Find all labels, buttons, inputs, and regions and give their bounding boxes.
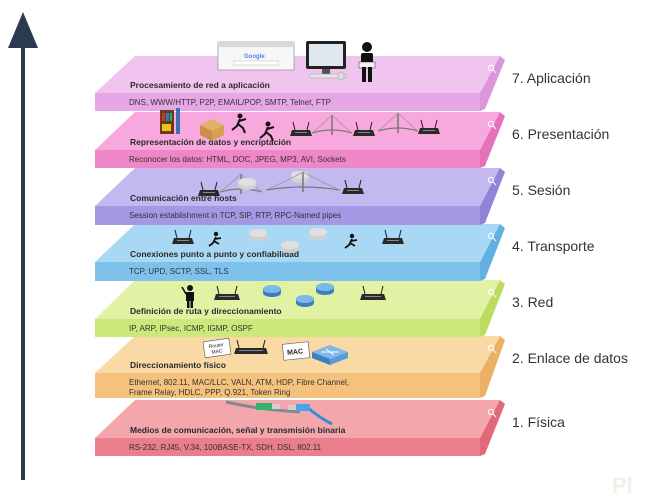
layer-side-face (480, 400, 505, 456)
magnifier-icon (487, 64, 497, 74)
network-router-icon (281, 241, 299, 253)
layer-front-face (95, 93, 480, 111)
network-router-icon (291, 171, 309, 183)
network-router-icon (309, 228, 327, 240)
mac-card-label: MAC (287, 348, 304, 357)
network-router-icon (249, 229, 267, 241)
layer-name: 1. Física (512, 414, 565, 430)
layer-front-face (95, 373, 480, 398)
browser-window-icon: Google (217, 41, 295, 71)
search-logo: Google (244, 54, 265, 60)
router-icon (418, 119, 440, 134)
router-mac-line1: Router (208, 342, 224, 350)
layer-side-face (480, 168, 505, 225)
layer-protocols: Frame Relay, HDLC, PPP, Q.921, Token Rin… (129, 388, 290, 397)
router-icon (290, 121, 312, 136)
layer-front-face (95, 150, 480, 168)
router-icon (172, 229, 194, 244)
up-arrow-icon (8, 12, 38, 480)
layer-title: Procesamiento de red a aplicación (130, 80, 270, 90)
bookshelf-icon (160, 108, 180, 134)
osi-layer: Medios de comunicación, señal y transmis… (95, 400, 565, 456)
router-icon (342, 179, 364, 194)
switch-icon (312, 345, 348, 365)
layer-front-face (95, 262, 480, 281)
ethernet-cable-icon (225, 400, 333, 426)
router-icon (234, 339, 268, 354)
magnifier-icon (487, 176, 497, 186)
bridge-icon (265, 171, 341, 192)
person-icon (358, 42, 376, 82)
network-router-icon (316, 283, 334, 295)
running-person-icon (344, 233, 358, 249)
osi-layer: Conexiones punto a punto y confiabilidad… (95, 224, 595, 281)
layer-protocols: IP, ARP, IPsec, ICMP, IGMP, OSPF (129, 324, 253, 333)
magnifier-icon (487, 408, 497, 418)
router-icon (382, 229, 404, 244)
network-router-icon (263, 285, 281, 297)
network-router-icon (238, 178, 256, 190)
package-icon (200, 119, 224, 141)
layer-side-face (480, 56, 505, 111)
magnifier-icon (487, 120, 497, 130)
magnifier-icon (487, 288, 497, 298)
layer-title: Medios de comunicación, señal y transmis… (130, 425, 346, 435)
running-person-icon (208, 231, 222, 247)
layer-protocols: Session establishment in TCP, SIP, RTP, … (129, 211, 341, 220)
layer-title: Representación de datos y encriptación (130, 137, 291, 147)
layer-side-face (480, 336, 505, 398)
network-devices (172, 112, 440, 354)
layer-top-face (95, 56, 500, 93)
osi-layers: Medios de comunicación, señal y transmis… (95, 56, 628, 456)
running-person-icon (231, 113, 247, 134)
running-person-icon (259, 121, 275, 142)
layer-protocols: TCP, UPD, SCTP, SSL, TLS (129, 267, 229, 276)
layer-title: Direccionamiento físico (130, 360, 226, 370)
layer-protocols: Reconocer los datos: HTML, DOC, JPEG, MP… (129, 155, 346, 164)
layer-name: 2. Enlace de datos (512, 350, 628, 366)
layer-name: 3. Red (512, 294, 553, 310)
computer-icon (306, 41, 347, 81)
network-router-icon (296, 295, 314, 307)
layer-side-face (480, 112, 505, 168)
bridge-icon (377, 112, 419, 133)
router-icon (360, 285, 386, 300)
layer-protocols: DNS, WWW/HTTP, P2P, EMAIL/POP, SMTP, Tel… (129, 98, 331, 107)
router-icon (353, 121, 375, 136)
magnifier-icon (487, 232, 497, 242)
layer-side-face (480, 280, 505, 337)
layer-protocols: Ethernet, 802.11, MAC/LLC, VALN, ATM, HD… (129, 378, 349, 387)
layer-top-face (95, 400, 500, 438)
router-mac-line2: MAC (211, 348, 223, 356)
router-icon (214, 285, 240, 300)
magnifier-icon (487, 344, 497, 354)
layer-name: 5. Sesión (512, 182, 570, 198)
layer-side-face (480, 224, 505, 281)
layer-name: 6. Presentación (512, 126, 609, 142)
layer-title: Comunicación entre hosts (130, 193, 237, 203)
layer-protocols: RS-232, RJ45, V.34, 100BASE-TX, SDH, DSL… (129, 443, 322, 452)
layer-name: 7. Aplicación (512, 70, 591, 86)
router-mac-tag: Router MAC (202, 337, 232, 359)
layer-front-face (95, 438, 480, 456)
layer-title: Conexiones punto a punto y confiabilidad (130, 249, 299, 259)
router-icon (198, 181, 220, 196)
layer-name: 4. Transporte (512, 238, 595, 254)
watermark-text: Pl (612, 473, 633, 495)
layer-front-face (95, 319, 480, 337)
person-icon (181, 285, 194, 308)
layer-title: Definición de ruta y direccionamiento (130, 306, 282, 316)
layer-front-face (95, 206, 480, 225)
mac-card: MAC (281, 341, 311, 361)
bridge-icon (311, 114, 353, 135)
